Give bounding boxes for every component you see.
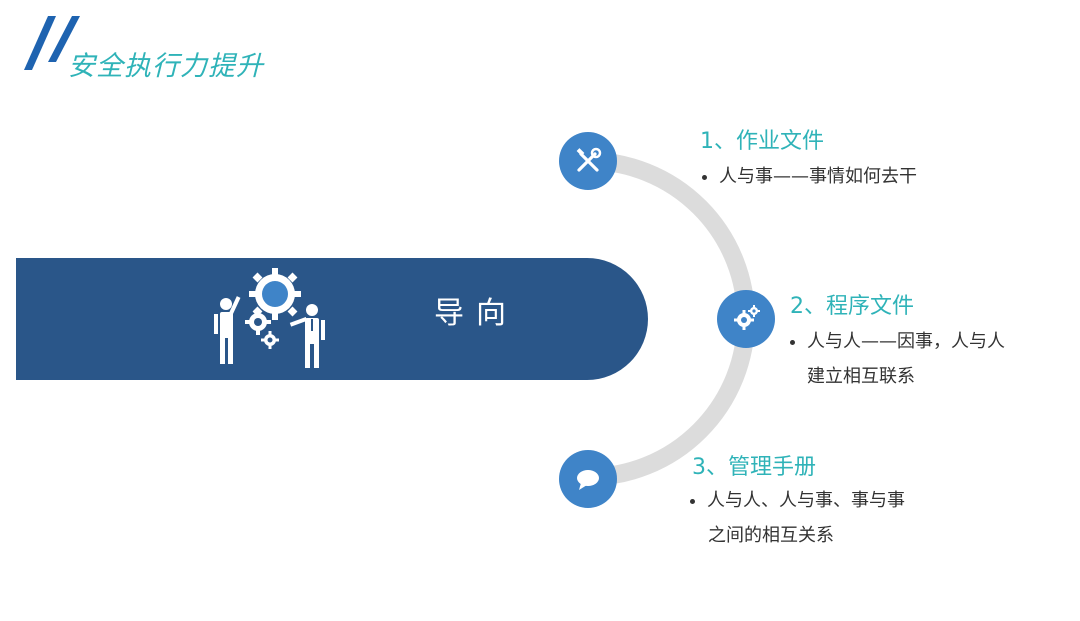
item-title-2: 2、程序文件: [790, 294, 914, 319]
guide-banner: 导向: [16, 258, 648, 380]
page-title: 安全执行力提升: [68, 51, 264, 82]
item-title-3: 3、管理手册: [692, 455, 816, 480]
item-title-1: 1、作业文件: [700, 129, 824, 154]
banner-label: 导向: [434, 296, 518, 331]
bullet-dot: [690, 498, 695, 504]
item-2-line-2: 建立相互联系: [807, 366, 915, 387]
bullet-dot: [702, 174, 707, 180]
gears-icon: [717, 290, 775, 348]
item-2-line-1-text: 人与人——因事，人与人: [807, 331, 1005, 352]
item-3-line-2: 之间的相互关系: [708, 525, 834, 546]
item-1-line-1: 人与事——事情如何去干: [702, 162, 917, 188]
chat-bubble-icon: [559, 450, 617, 508]
bullet-dot: [790, 339, 795, 345]
item-2-line-1: 人与人——因事，人与人: [790, 327, 1005, 353]
people-gears-icon: [214, 268, 325, 368]
tools-icon: [559, 132, 617, 190]
item-3-line-1: 人与人、人与事、事与事: [690, 486, 905, 512]
item-1-line-1-text: 人与事——事情如何去干: [719, 166, 917, 187]
item-3-line-1-text: 人与人、人与事、事与事: [707, 490, 905, 511]
double-slash-decor: [24, 16, 80, 70]
